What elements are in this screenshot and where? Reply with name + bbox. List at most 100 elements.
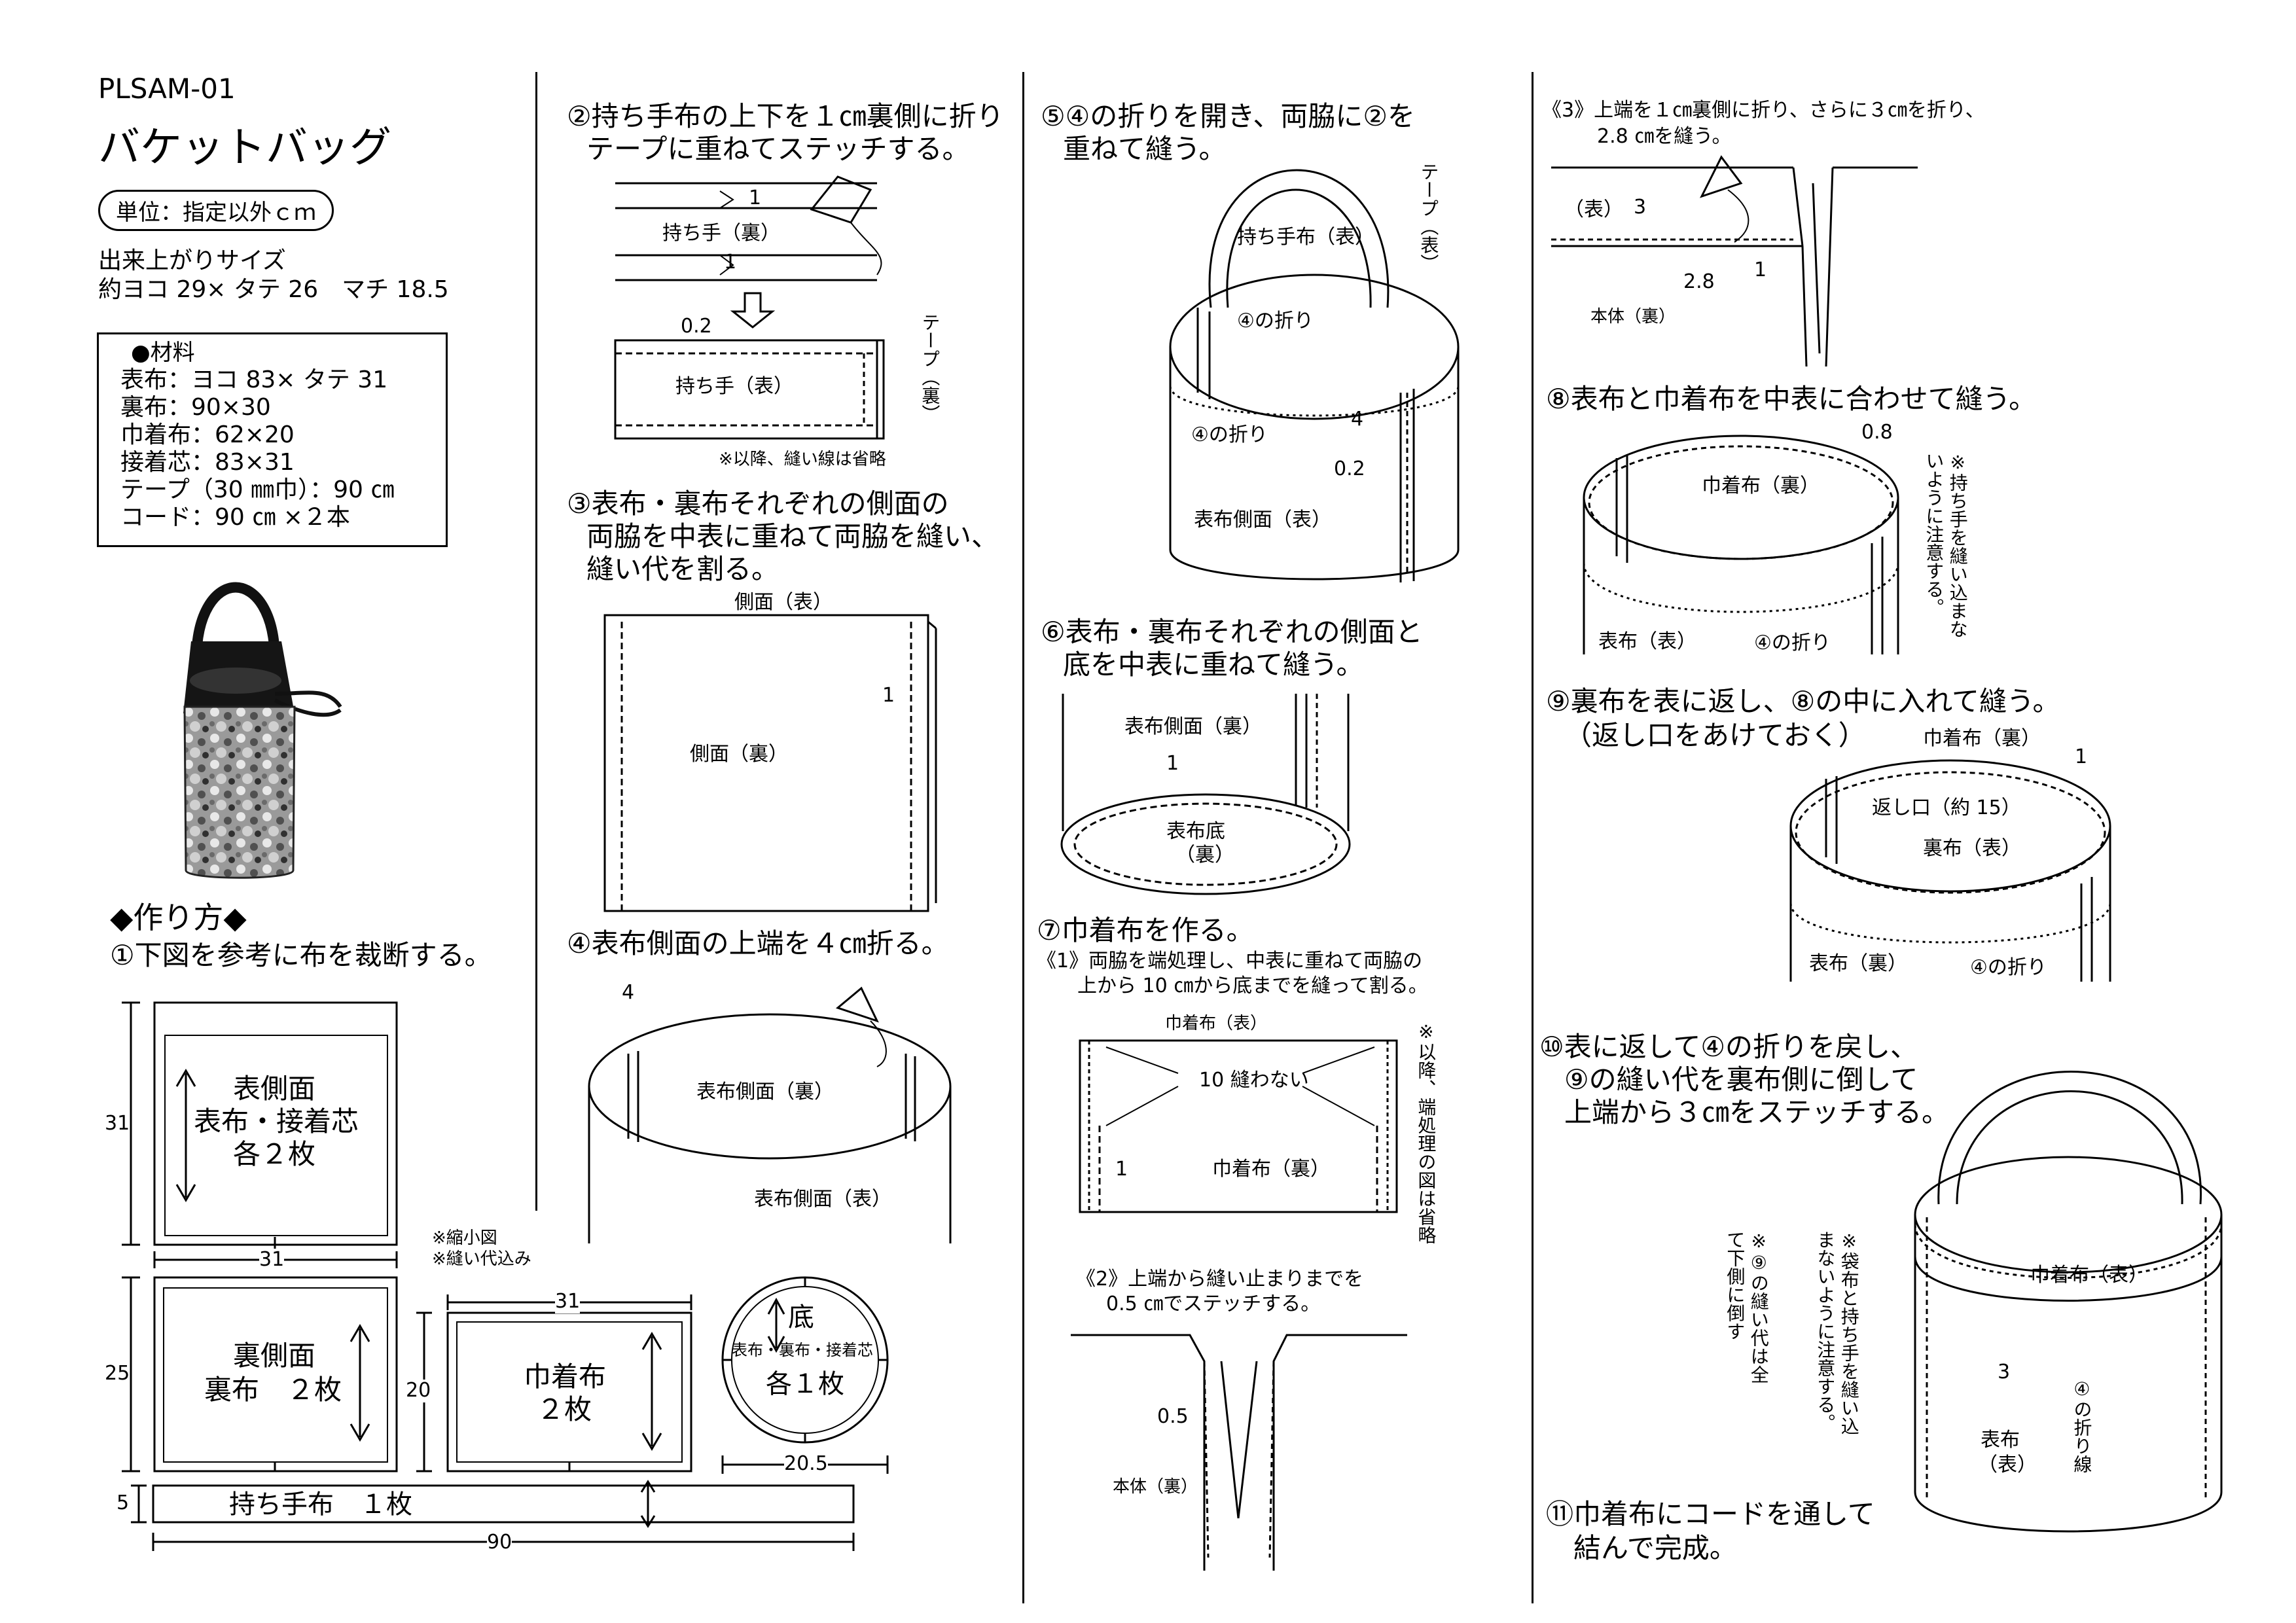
step6-side: 表布側面（裏） — [1124, 715, 1262, 738]
step2-dim-02: 0.2 — [681, 315, 712, 338]
step11-title-2: 結んで完成。 — [1573, 1532, 1737, 1564]
step7-3-omote: （表） — [1564, 198, 1623, 221]
step2-dim-1a: 1 — [749, 187, 762, 209]
step7-top-label: 巾着布（表） — [1165, 1014, 1268, 1033]
material-item: 表布：ヨコ 83× タテ 31 — [120, 366, 388, 393]
material-item: コード：90 ㎝ ×２本 — [120, 504, 350, 531]
step5-handle: 持ち手布（表） — [1237, 226, 1374, 249]
step5-title: ⑤④の折りを開き、両脇に②を — [1041, 100, 1416, 132]
step8-kinchaku: 巾着布（裏） — [1702, 474, 1820, 497]
step9-omote: 表布（裏） — [1809, 952, 1907, 975]
step6-dim: 1 — [1166, 752, 1179, 775]
unit-note: 単位：指定以外ｃｍ — [98, 190, 334, 231]
step10-title: ⑩表に返して④の折りを戻し、 — [1539, 1031, 1918, 1063]
column-divider-1 — [535, 72, 537, 1211]
cut-omote-count: 各２枚 — [233, 1138, 316, 1170]
step8-dim: 0.8 — [1861, 421, 1893, 444]
step2-title: ②持ち手布の上下を１㎝裏側に折り — [567, 100, 1004, 132]
cut-handle-width: 90 — [487, 1531, 512, 1554]
cut-bottom-title: 底 — [788, 1302, 814, 1332]
size-value: 約ヨコ 29× タテ 26 マチ 18.5 — [98, 276, 449, 303]
materials-heading: ●材料 — [131, 340, 195, 366]
step7-3-line-1: 《3》上端を１㎝裏側に折り、さらに３㎝を折り、 — [1542, 99, 1985, 122]
step11-title: ⑪巾着布にコードを通して — [1546, 1498, 1875, 1530]
step4-outer: 表布側面（表） — [754, 1188, 891, 1211]
step4-title: ④表布側面の上端を４㎝折る。 — [567, 927, 949, 959]
step9-ura: 裏布（表） — [1923, 837, 2021, 860]
step7-3-line-2: 2.8 ㎝を縫う。 — [1597, 125, 1732, 148]
cut-bottom-sub: 表布・裏布・接着芯 — [732, 1341, 873, 1359]
step1-title: ①下図を参考に布を裁断する。 — [110, 939, 492, 971]
cut-kinchaku-width: 31 — [555, 1290, 581, 1313]
step8-omote: 表布（表） — [1598, 630, 1696, 653]
step8-title: ⑧表布と巾着布を中表に合わせて縫う。 — [1546, 383, 2037, 415]
material-item: 裏布：90×30 — [120, 394, 271, 421]
step7-sub-1: 《1》両脇を端処理し、中表に重ねて両脇の — [1037, 950, 1423, 972]
step4-dim: 4 — [622, 981, 635, 1004]
step5-fold-1: ④の折り — [1237, 310, 1314, 332]
step10-title-2: ⑨の縫い代を裏布側に倒して — [1564, 1063, 1918, 1096]
step9-opening: 返し口（約 15） — [1872, 796, 2021, 819]
step6-title-2: 底を中表に重ねて縫う。 — [1063, 649, 1364, 681]
step10-dim: 3 — [1998, 1361, 2011, 1383]
step7-open-label: 10 縫わない — [1199, 1069, 1309, 1092]
step3-title-2: 両脇を中表に重ねて両脇を縫い、 — [586, 520, 999, 552]
cut-kinchaku-height: 20 — [406, 1379, 431, 1402]
cut-ura-height: 25 — [105, 1362, 130, 1385]
step7-note: ※以降、端処理の図は省略 — [1415, 1021, 1437, 1244]
step9-fold: ④の折り — [1970, 956, 2047, 979]
step10-kinchaku: 巾着布（表） — [2030, 1264, 2148, 1287]
method-heading: ◆作り方◆ — [110, 900, 247, 935]
step2-dim-1b: 1 — [724, 251, 737, 274]
step7-3-dim-3: 3 — [1634, 196, 1647, 219]
cut-omote-height: 31 — [105, 1112, 130, 1135]
step3-top-label: 側面（表） — [734, 591, 833, 614]
size-label: 出来上がりサイズ — [98, 247, 286, 274]
cut-omote-sub: 表布・接着芯 — [194, 1105, 359, 1137]
step3-title: ③表布・裏布それぞれの側面の — [567, 488, 949, 520]
step5-fold-2: ④の折り — [1191, 423, 1268, 446]
material-item: テープ（30 ㎜巾）：90 ㎝ — [120, 476, 395, 503]
step6-bottom-1: 表布底 — [1166, 820, 1225, 843]
step4-inner: 表布側面（裏） — [696, 1080, 834, 1103]
step7-sub-4: 0.5 ㎝でステッチする。 — [1106, 1293, 1321, 1315]
step7-3-body: 本体（裏） — [1590, 307, 1676, 327]
step5-dim-4: 4 — [1351, 408, 1364, 431]
cut-note-reduced: ※縮小図 — [432, 1228, 497, 1248]
step7-3-dim-1: 1 — [1754, 259, 1767, 281]
cut-omote-width: 31 — [259, 1248, 285, 1272]
step2-note: ※以降、縫い線は省略 — [719, 450, 886, 469]
step7-3-dim-28: 2.8 — [1683, 270, 1715, 293]
cut-handle-title: 持ち手布 １枚 — [229, 1489, 412, 1520]
step10-omote-2: （表） — [1978, 1454, 2037, 1476]
material-item: 接着芯：83×31 — [120, 449, 295, 476]
step7-title: ⑦巾着布を作る。 — [1037, 914, 1254, 946]
step9-dim: 1 — [2075, 745, 2088, 768]
materials-box — [97, 332, 448, 547]
step7-dim-05: 0.5 — [1157, 1405, 1189, 1428]
step7-sub-2: 上から 10 ㎝から底までを縫って割る。 — [1077, 974, 1428, 997]
step7-dim: 1 — [1115, 1158, 1128, 1181]
material-item: 巾着布：62×20 — [120, 421, 295, 448]
step8-note: ※持ち手を縫い込まないように注意する。 — [1923, 452, 1969, 638]
step3-title-3: 縫い代を割る。 — [586, 553, 780, 585]
step2-tape: テープ（裏） — [919, 313, 941, 423]
step7-sub-3: 《2》上端から縫い止まりまでを — [1076, 1268, 1364, 1291]
step9-title-2: （返し口をあけておく） — [1564, 719, 1866, 751]
step2-label-front: 持ち手（表） — [675, 375, 793, 398]
step8-fold: ④の折り — [1754, 632, 1831, 654]
page-title: バケットバッグ — [98, 124, 391, 172]
cut-kinchaku-count: ２枚 — [537, 1393, 592, 1425]
column-divider-2 — [1022, 72, 1024, 1603]
step10-note-2: ※袋布と持ち手を縫い込まないように注意する。 — [1814, 1230, 1860, 1435]
step9-title: ⑨裏布を表に返し、⑧の中に入れて縫う。 — [1546, 685, 2060, 717]
cut-ura-sub: 裏布 ２枚 — [204, 1374, 342, 1406]
step2-label-back: 持ち手（裏） — [662, 222, 780, 245]
step5-dim-02: 0.2 — [1334, 457, 1365, 480]
step10-omote-1: 表布 — [1981, 1429, 2020, 1452]
step3-dim: 1 — [882, 684, 895, 707]
step9-kinchaku: 巾着布（裏） — [1923, 727, 2041, 750]
step6-bottom-2: （裏） — [1175, 844, 1234, 866]
cut-handle-height: 5 — [117, 1491, 130, 1514]
step5-title-2: 重ねて縫う。 — [1063, 133, 1227, 165]
